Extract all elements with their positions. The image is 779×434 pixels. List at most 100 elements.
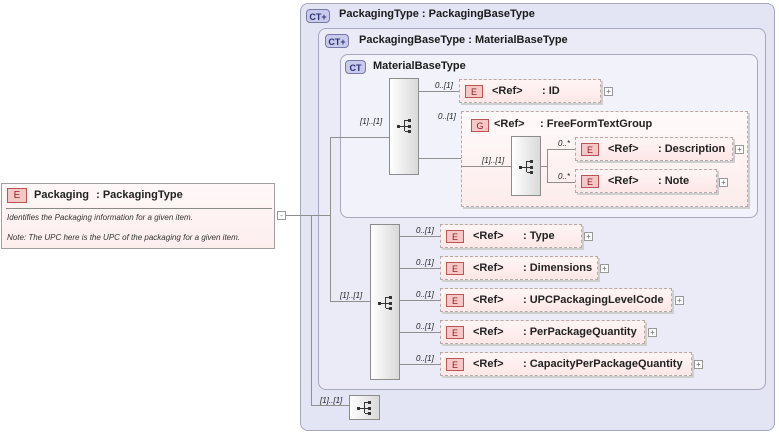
- expand-toggle[interactable]: +: [719, 178, 728, 187]
- sequence-icon: [357, 401, 371, 415]
- sequence-icon: [519, 160, 533, 174]
- connector-line: [330, 137, 390, 138]
- expand-toggle[interactable]: +: [584, 232, 593, 241]
- per-package-quantity-element[interactable]: E <Ref> : PerPackageQuantity: [440, 320, 645, 344]
- ref-label: <Ref>: [473, 262, 504, 274]
- ref-label: <Ref>: [473, 230, 504, 242]
- note-element[interactable]: E <Ref> : Note: [575, 169, 717, 193]
- packaging-base-type-title: PackagingBaseType : MaterialBaseType: [359, 34, 568, 46]
- material-base-type-title: MaterialBaseType: [373, 60, 466, 72]
- element-name: : Description: [658, 143, 726, 155]
- cardinality-label: 0..[1]: [416, 290, 434, 299]
- upc-packaging-level-code-element[interactable]: E <Ref> : UPCPackagingLevelCode: [440, 288, 672, 312]
- cardinality-label: [1]..[1]: [320, 396, 343, 405]
- cardinality-label: 0..[1]: [416, 322, 434, 331]
- sequence-icon: [378, 296, 392, 310]
- connector-line: [541, 166, 547, 167]
- element-icon: E: [446, 262, 464, 275]
- type-element[interactable]: E <Ref> : Type: [440, 224, 582, 248]
- element-icon: E: [581, 143, 599, 156]
- expand-toggle[interactable]: +: [694, 360, 703, 369]
- ref-label: <Ref>: [608, 175, 639, 187]
- connector-line: [547, 149, 548, 183]
- collapse-toggle[interactable]: -: [277, 211, 286, 220]
- connector-line: [419, 91, 459, 92]
- description-element[interactable]: E <Ref> : Description: [575, 137, 733, 161]
- element-name: : CapacityPerPackageQuantity: [523, 358, 683, 370]
- ref-label: <Ref>: [473, 358, 504, 370]
- connector-line: [419, 158, 461, 159]
- element-name: : UPCPackagingLevelCode: [523, 294, 664, 306]
- element-icon: E: [581, 175, 599, 188]
- cardinality-label: 0..[1]: [416, 258, 434, 267]
- expand-toggle[interactable]: +: [600, 264, 609, 273]
- connector-line: [330, 301, 370, 302]
- element-icon: E: [446, 230, 464, 243]
- id-element[interactable]: E <Ref> : ID: [459, 79, 601, 103]
- cardinality-label: 0..[1]: [416, 226, 434, 235]
- root-name: Packaging: [34, 189, 90, 201]
- connector-line: [330, 137, 331, 302]
- connector-line: [547, 149, 575, 150]
- root-separator: :: [96, 189, 100, 201]
- expand-toggle[interactable]: +: [735, 145, 744, 154]
- capacity-per-package-quantity-element[interactable]: E <Ref> : CapacityPerPackageQuantity: [440, 352, 692, 376]
- ref-label: <Ref>: [473, 294, 504, 306]
- element-name: : PerPackageQuantity: [523, 326, 637, 338]
- connector-line: [400, 268, 440, 269]
- element-icon: E: [7, 188, 27, 203]
- complex-type-icon: CT+: [306, 9, 330, 23]
- element-name: : ID: [542, 85, 560, 97]
- root-divider: [6, 208, 272, 209]
- cardinality-label: 0..[1]: [438, 112, 456, 121]
- connector-line: [400, 236, 440, 237]
- complex-type-icon: CT+: [325, 34, 349, 48]
- group-name: : FreeFormTextGroup: [540, 118, 653, 130]
- root-documentation-line: Note: The UPC here is the UPC of the pac…: [7, 233, 241, 242]
- root-title: Packaging : PackagingType: [34, 189, 183, 201]
- connector-line: [400, 332, 440, 333]
- element-icon: E: [446, 294, 464, 307]
- element-name: : Type: [523, 230, 555, 242]
- connector-line: [547, 182, 575, 183]
- connector-line: [400, 364, 440, 365]
- packaging-sequence[interactable]: [370, 224, 400, 380]
- packaging-type-sequence[interactable]: [349, 395, 380, 420]
- element-icon: E: [446, 358, 464, 371]
- free-form-text-sequence[interactable]: [511, 136, 541, 196]
- complex-type-icon: CT: [345, 60, 366, 74]
- cardinality-label: 0..[1]: [416, 354, 434, 363]
- cardinality-label: 0..[1]: [435, 81, 453, 90]
- element-name: : Dimensions: [523, 262, 593, 274]
- cardinality-label: [1]..[1]: [360, 117, 383, 126]
- root-type: PackagingType: [102, 189, 183, 201]
- root-documentation-line: Identifies the Packaging information for…: [7, 213, 193, 222]
- element-name: : Note: [658, 175, 690, 187]
- cardinality-label: [1]..[1]: [482, 156, 505, 165]
- dimensions-element[interactable]: E <Ref> : Dimensions: [440, 256, 598, 280]
- packaging-type-title: PackagingType : PackagingBaseType: [339, 8, 535, 20]
- expand-toggle[interactable]: +: [648, 328, 657, 337]
- connector-line: [311, 405, 349, 406]
- ref-label: <Ref>: [492, 85, 523, 97]
- ref-label: <Ref>: [473, 326, 504, 338]
- sequence-icon: [397, 119, 411, 133]
- expand-toggle[interactable]: +: [675, 296, 684, 305]
- connector-line: [400, 300, 440, 301]
- cardinality-label: 0..*: [558, 172, 571, 181]
- cardinality-label: 0..*: [558, 139, 571, 148]
- cardinality-label: [1]..[1]: [340, 291, 363, 300]
- element-icon: E: [465, 85, 483, 98]
- group-icon: G: [471, 119, 489, 132]
- connector-line: [311, 215, 312, 405]
- connector-line: [461, 166, 511, 167]
- expand-toggle[interactable]: +: [604, 87, 613, 96]
- ref-label: <Ref>: [608, 143, 639, 155]
- ref-label: <Ref>: [494, 118, 525, 130]
- connector-line: [286, 215, 300, 216]
- packaging-element[interactable]: E Packaging : PackagingType Identifies t…: [1, 183, 275, 249]
- connector-line: [318, 215, 330, 216]
- connector-line: [300, 215, 318, 216]
- material-sequence[interactable]: [389, 78, 419, 175]
- element-icon: E: [446, 326, 464, 339]
